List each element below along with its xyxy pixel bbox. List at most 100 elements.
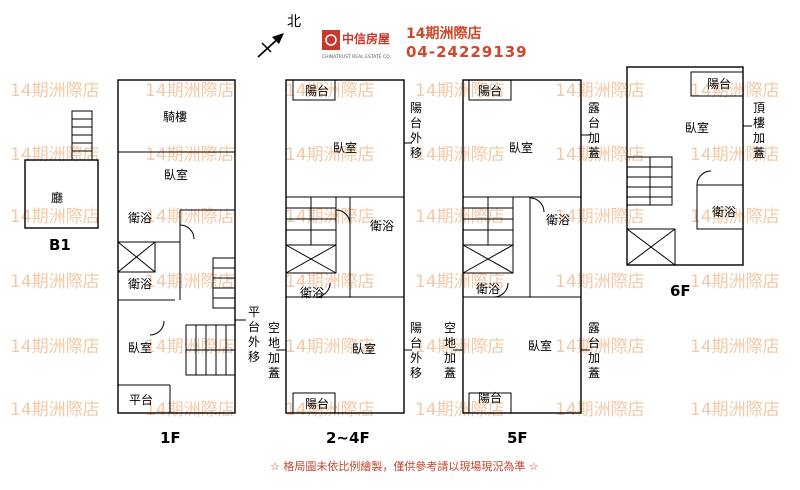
note-char: 加 <box>588 131 600 145</box>
note-char: 蓋 <box>588 366 600 380</box>
note-char: 空 <box>268 321 280 335</box>
stair-void <box>462 244 514 274</box>
watermark-text: 14期洲際店 <box>285 81 375 101</box>
watermark-text: 14期洲際店 <box>690 207 780 227</box>
room-label: 臥室 <box>128 340 152 355</box>
note-char: 台 <box>248 319 260 334</box>
north-label: 北 <box>287 14 301 30</box>
note-terrace-moved: 平 台 外 移 <box>248 305 264 364</box>
watermark-text: 14期洲際店 <box>555 272 645 292</box>
stair-void <box>626 228 676 266</box>
note-char: 外 <box>248 335 260 349</box>
floor-label: 1F <box>160 429 181 447</box>
stair-void <box>285 244 337 274</box>
watermark-text: 14期洲際店 <box>10 81 100 101</box>
store-phone: 04-24229139 <box>406 43 528 61</box>
watermark-text: 14期洲際店 <box>285 207 375 227</box>
room-label: 衛浴 <box>128 211 152 225</box>
staircase <box>212 257 236 309</box>
note-char: 露 <box>588 101 600 115</box>
note-terrace-addon-bottom: 露 台 加 蓋 <box>588 321 604 380</box>
floor-label: B1 <box>49 236 71 254</box>
watermark-text: 14期洲際店 <box>145 400 235 420</box>
balcony <box>292 79 336 101</box>
note-char: 空 <box>444 321 456 335</box>
note-char: 露 <box>588 321 600 335</box>
note-char: 加 <box>444 351 456 365</box>
note-land-addon: 空 地 加 蓋 <box>268 321 284 380</box>
watermark-text: 14期洲際店 <box>555 81 645 101</box>
balcony <box>690 71 744 97</box>
room-label: 臥室 <box>685 120 709 135</box>
note-char: 台 <box>410 115 422 130</box>
watermark-text: 14期洲際店 <box>690 272 780 292</box>
room-label: 衛浴 <box>476 282 500 296</box>
note-char: 加 <box>588 351 600 365</box>
room-label: 臥室 <box>333 140 357 155</box>
watermark-text: 14期洲際店 <box>415 207 505 227</box>
watermark-text: 14期洲際店 <box>285 400 375 420</box>
room-label: 廳 <box>51 190 63 205</box>
logo-mark-icon <box>322 30 340 50</box>
watermark-text: 14期洲際店 <box>145 81 235 101</box>
room-label: 陽台 <box>478 83 502 98</box>
room-label: 衛浴 <box>546 213 570 227</box>
room-label: 衛浴 <box>128 277 152 291</box>
note-char: 蓋 <box>268 366 280 380</box>
note-char: 樓 <box>753 115 765 130</box>
room-label: 臥室 <box>528 338 552 353</box>
room-label: 衛浴 <box>370 219 394 233</box>
watermark-text: 14期洲際店 <box>555 207 645 227</box>
room-label: 騎樓 <box>163 109 187 124</box>
room-label: 臥室 <box>164 167 188 182</box>
watermark-text: 14期洲際店 <box>555 145 645 165</box>
brand-logo: 中信房屋 CHINATRUST REAL ESTATE CO. <box>322 30 391 60</box>
watermark-text: 14期洲際店 <box>690 337 780 357</box>
room-label: 陽台 <box>305 396 329 411</box>
note-char: 台 <box>588 115 600 130</box>
floor-2-4f: 陽台 臥室 衛浴 衛浴 臥室 陽台 陽 台 外 移 空 地 加 蓋 陽 台 外 … <box>268 79 426 447</box>
watermark-layer: 14期洲際店 14期洲際店 14期洲際店 14期洲際店 14期洲際店 14期洲際… <box>10 81 780 420</box>
note-char: 移 <box>410 366 422 380</box>
floor-b1: 廳 B1 <box>24 110 99 254</box>
watermark-text: 14期洲際店 <box>145 145 235 165</box>
watermark-text: 14期洲際店 <box>690 81 780 101</box>
note-char: 加 <box>268 351 280 365</box>
note-balcony-moved-bottom: 陽 台 外 移 <box>410 321 426 380</box>
note-terrace-addon-top: 露 台 加 蓋 <box>588 101 604 160</box>
watermark-text: 14期洲際店 <box>145 337 235 357</box>
note-char: 蓋 <box>444 366 456 380</box>
watermark-text: 14期洲際店 <box>555 337 645 357</box>
floor-1f: 騎樓 臥室 衛浴 衛浴 臥室 平台 平 台 外 移 1F <box>117 79 264 447</box>
floor-label: 2~4F <box>326 429 370 447</box>
floor-5f: 陽台 臥室 衛浴 衛浴 臥室 陽台 露 台 加 蓋 空 地 加 蓋 露 台 加 … <box>444 79 604 447</box>
watermark-text: 14期洲際店 <box>10 400 100 420</box>
balcony <box>468 79 512 101</box>
room-label: 陽台 <box>305 83 329 98</box>
note-land-addon: 空 地 加 蓋 <box>444 321 460 380</box>
note-char: 加 <box>753 131 765 145</box>
note-char: 外 <box>410 351 422 365</box>
watermark-text: 14期洲際店 <box>10 145 100 165</box>
logo-text-en: CHINATRUST REAL ESTATE CO. <box>322 54 391 60</box>
note-char: 台 <box>588 335 600 350</box>
watermark-text: 14期洲際店 <box>555 400 645 420</box>
watermark-text: 14期洲際店 <box>285 272 375 292</box>
watermark-text: 14期洲際店 <box>415 337 505 357</box>
room-label: 平台 <box>129 392 153 407</box>
balcony <box>468 392 512 414</box>
note-char: 外 <box>410 131 422 145</box>
note-char: 蓋 <box>753 146 765 160</box>
logo-text: 中信房屋 <box>342 31 390 46</box>
watermark-text: 14期洲際店 <box>10 337 100 357</box>
floor-label: 5F <box>507 429 528 447</box>
floor-6f: 臥室 陽台 衛浴 頂 樓 加 蓋 6F <box>626 66 765 300</box>
note-char: 地 <box>268 336 280 350</box>
note-char: 頂 <box>753 101 765 115</box>
note-char: 地 <box>444 336 456 350</box>
watermark-text: 14期洲際店 <box>145 272 235 292</box>
balcony <box>292 392 336 414</box>
watermark-text: 14期洲際店 <box>285 337 375 357</box>
store-name: 14期洲際店 <box>406 25 481 42</box>
